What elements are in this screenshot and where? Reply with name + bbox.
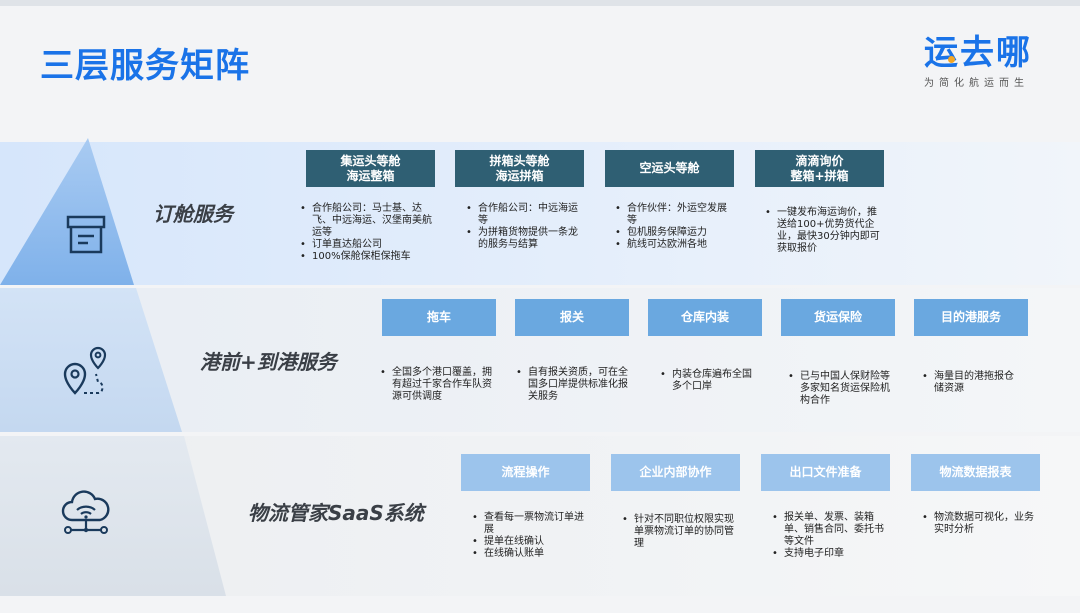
bullet-list-sea-fcl: 合作船公司：马士基、达飞、中远海运、汉堡南美航运等 订单直达船公司 100%保舱… bbox=[298, 203, 438, 263]
service-box-destination: 目的港服务 bbox=[914, 299, 1028, 336]
list-item: 自有报关资质，可在全国多口岸提供标准化报关服务 bbox=[514, 367, 630, 403]
bullet-list-customs: 自有报关资质，可在全国多口岸提供标准化报关服务 bbox=[514, 367, 630, 403]
tier-3-title: 物流管家SaaS系统 bbox=[248, 501, 424, 525]
service-box-export-docs: 出口文件准备 bbox=[761, 454, 890, 491]
list-item: 物流数据可视化，业务实时分析 bbox=[920, 512, 1038, 536]
service-box-sea-lcl: 拼箱头等舱海运拼箱 bbox=[455, 150, 584, 187]
bullet-list-export-docs: 报关单、发票、装箱单、销售合同、委托书等文件 支持电子印章 bbox=[770, 512, 888, 560]
list-item: 合作船公司：中远海运等 bbox=[464, 203, 584, 227]
bullet-list-destination: 海量目的港拖报仓储资源 bbox=[920, 371, 1020, 395]
bullet-list-reports: 物流数据可视化，业务实时分析 bbox=[920, 512, 1038, 536]
box-icon bbox=[66, 215, 106, 254]
tier-1-title: 订舱服务 bbox=[153, 202, 233, 226]
list-item: 提单在线确认 bbox=[470, 536, 590, 548]
bullet-list-air: 合作伙伴：外运空发展等 包机服务保障运力 航线可达欧洲各地 bbox=[613, 203, 733, 251]
list-item: 包机服务保障运力 bbox=[613, 227, 733, 239]
bullet-list-trucking: 全国多个港口覆盖，拥有超过千家合作车队资源可供调度 bbox=[378, 367, 496, 403]
list-item: 航线可达欧洲各地 bbox=[613, 239, 733, 251]
logo-tagline: 为简化航运而生 bbox=[924, 78, 1029, 89]
list-item: 为拼箱货物提供一条龙的服务与结算 bbox=[464, 227, 584, 251]
service-box-quote: 滴滴询价整箱+拼箱 bbox=[755, 150, 884, 187]
service-box-trucking: 拖车 bbox=[382, 299, 496, 336]
service-box-customs: 报关 bbox=[515, 299, 629, 336]
bullet-list-quote: 一键发布海运询价，推送给100+优势货代企业，最快30分钟内即可获取报价 bbox=[763, 207, 885, 255]
service-box-sea-fcl: 集运头等舱海运整箱 bbox=[306, 150, 435, 187]
list-item: 报关单、发票、装箱单、销售合同、委托书等文件 bbox=[770, 512, 888, 548]
list-item: 合作船公司：马士基、达飞、中远海运、汉堡南美航运等 bbox=[298, 203, 438, 239]
service-box-insurance: 货运保险 bbox=[781, 299, 895, 336]
list-item: 全国多个港口覆盖，拥有超过千家合作车队资源可供调度 bbox=[378, 367, 496, 403]
cloud-network-icon bbox=[61, 490, 110, 534]
bullet-list-insurance: 已与中国人保财险等多家知名货运保险机构合作 bbox=[786, 371, 890, 407]
page-title: 三层服务矩阵 bbox=[40, 46, 250, 86]
service-box-process: 流程操作 bbox=[461, 454, 590, 491]
location-pin-icon bbox=[63, 346, 107, 395]
logo-dot bbox=[948, 56, 955, 63]
service-box-warehouse: 仓库内装 bbox=[648, 299, 762, 336]
logo-wordmark: 运去哪 bbox=[924, 33, 1032, 73]
top-bar bbox=[0, 0, 1080, 6]
list-item: 订单直达船公司 bbox=[298, 239, 438, 251]
list-item: 支持电子印章 bbox=[770, 548, 888, 560]
list-item: 合作伙伴：外运空发展等 bbox=[613, 203, 733, 227]
service-box-collaboration: 企业内部协作 bbox=[611, 454, 740, 491]
bullet-list-sea-lcl: 合作船公司：中远海运等 为拼箱货物提供一条龙的服务与结算 bbox=[464, 203, 584, 251]
list-item: 针对不同职位权限实现单票物流订单的协同管理 bbox=[620, 514, 738, 550]
list-item: 查看每一票物流订单进展 bbox=[470, 512, 590, 536]
list-item: 已与中国人保财险等多家知名货运保险机构合作 bbox=[786, 371, 890, 407]
brand-logo: 运去哪 为简化航运而生 bbox=[924, 34, 1054, 89]
service-box-reports: 物流数据报表 bbox=[911, 454, 1040, 491]
list-item: 100%保舱保柜保拖车 bbox=[298, 251, 438, 263]
list-item: 海量目的港拖报仓储资源 bbox=[920, 371, 1020, 395]
list-item: 一键发布海运询价，推送给100+优势货代企业，最快30分钟内即可获取报价 bbox=[763, 207, 885, 255]
list-item: 内装仓库遍布全国多个口岸 bbox=[658, 369, 754, 393]
bullet-list-warehouse: 内装仓库遍布全国多个口岸 bbox=[658, 369, 754, 393]
bullet-list-process: 查看每一票物流订单进展 提单在线确认 在线确认账单 bbox=[470, 512, 590, 560]
bullet-list-collaboration: 针对不同职位权限实现单票物流订单的协同管理 bbox=[620, 514, 738, 550]
service-box-air: 空运头等舱 bbox=[605, 150, 734, 187]
list-item: 在线确认账单 bbox=[470, 548, 590, 560]
tier-2-title: 港前+到港服务 bbox=[200, 350, 337, 374]
